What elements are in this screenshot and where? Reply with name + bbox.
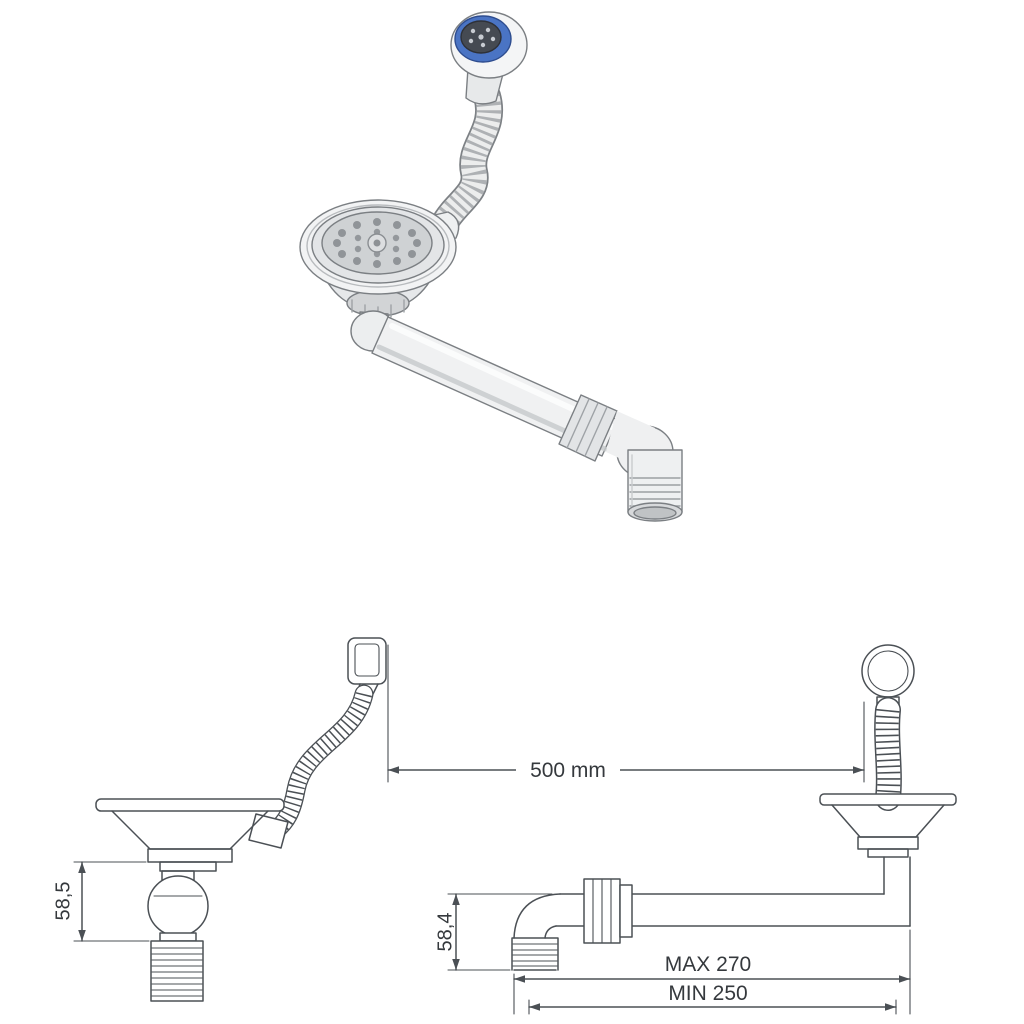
pipe-elbow-2d [513, 893, 561, 939]
dimension-left-height: 58,5 [52, 861, 150, 942]
strainer-side-view-left [95, 798, 285, 1002]
overflow-head-3d [450, 11, 528, 105]
dimension-max-length: MAX 270 [513, 929, 911, 1015]
dimension-min-length: MIN 250 [528, 982, 897, 1015]
dimension-label-span: 500 mm [530, 759, 606, 782]
flange-side [95, 798, 285, 812]
strainer-holes-outer-ring [333, 218, 421, 268]
trap-ball [147, 875, 209, 937]
threaded-outlet-right [511, 937, 559, 971]
dimension-span: 500 mm [387, 644, 865, 783]
pipe-straight [371, 316, 619, 457]
dimension-right-height: 58,4 [434, 893, 553, 971]
waste-pipe-top-view [511, 878, 911, 971]
overflow-hose-side-view [266, 684, 374, 840]
dimension-label-min: MIN 250 [668, 982, 747, 1005]
technical-drawing-left: 58,5 [52, 637, 387, 1002]
dimension-label-max: MAX 270 [665, 953, 751, 976]
strainer-side-view-right [819, 793, 957, 927]
overflow-cap-holes [468, 27, 496, 48]
overflow-hose-front-view [874, 697, 902, 811]
overflow-hose-3d [430, 82, 503, 238]
drain-pipe-3d [350, 310, 683, 522]
dimension-label-right-height: 58,4 [434, 913, 456, 952]
technical-drawing-right: 58,4 MAX 270 MIN 250 [434, 644, 957, 1015]
strainer-basket-3d [299, 199, 457, 339]
dimension-label-left-height: 58,5 [52, 882, 74, 921]
flange-side-right [819, 793, 957, 806]
pipe-union-nut [558, 394, 618, 462]
overflow-inlet-fitting [248, 813, 289, 849]
product-illustration-3d [299, 11, 683, 522]
threaded-outlet-left [150, 940, 204, 1002]
pipe-union-nut-2d [583, 878, 633, 944]
